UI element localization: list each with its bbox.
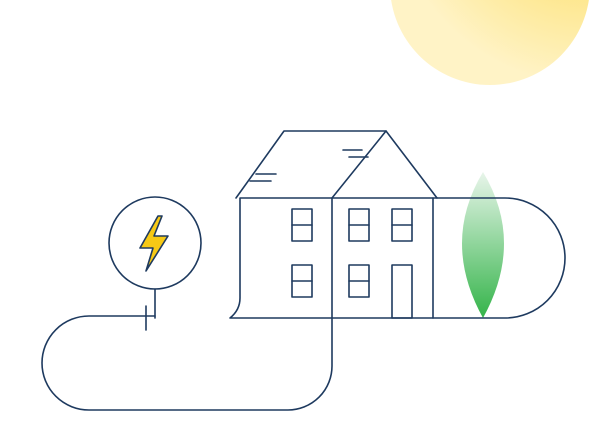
power-wire [41, 197, 566, 411]
roof-detail-left [249, 173, 277, 182]
lightning-bolt-icon [139, 215, 169, 272]
roof-gable [331, 130, 387, 199]
leaf-icon [462, 172, 504, 318]
door [391, 264, 413, 319]
power-node [108, 196, 202, 290]
roof-detail-right [342, 149, 369, 158]
house-roof [235, 130, 438, 199]
sun-icon [391, 0, 589, 85]
